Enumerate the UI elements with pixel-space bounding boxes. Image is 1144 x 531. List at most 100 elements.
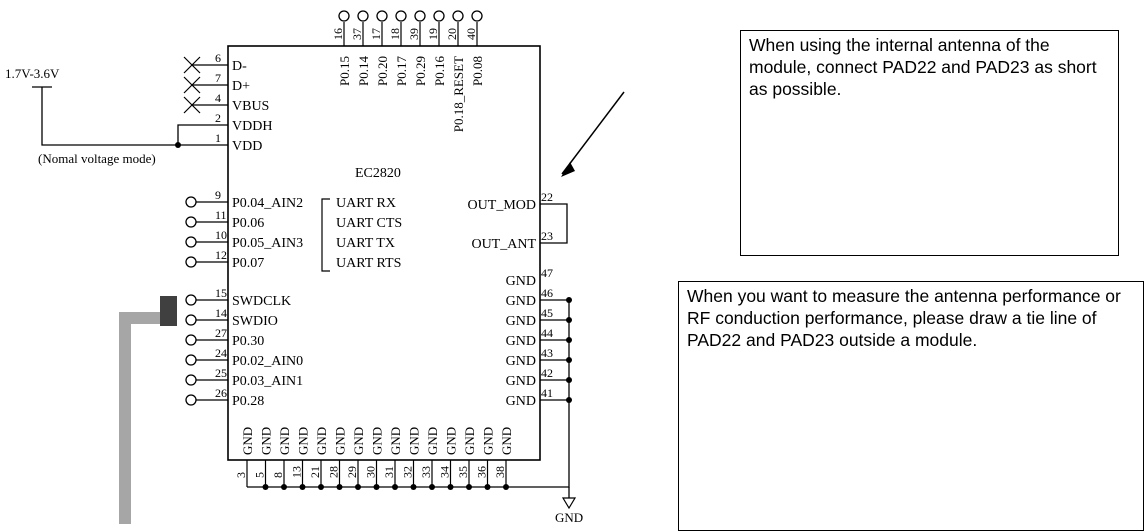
pin-46-junction — [566, 297, 572, 303]
pin-26-number: 26 — [215, 386, 227, 400]
supply-junction — [175, 142, 181, 148]
pin-36-junction — [484, 484, 491, 490]
note-internal-antenna: When using the internal antenna of the m… — [740, 30, 1119, 256]
pin-28-number: 28 — [327, 466, 341, 478]
pin-9-terminal — [185, 196, 197, 208]
pin-8-label: GND — [277, 427, 292, 455]
pin-15-number: 15 — [215, 286, 227, 300]
note-measure-text: When you want to measure the antenna per… — [687, 286, 1121, 350]
pin-47-label: GND — [506, 274, 536, 289]
pin-45-junction — [566, 317, 572, 323]
pin-28-label: GND — [333, 427, 348, 455]
pin-45-label: GND — [506, 314, 536, 329]
pin-12-label: P0.07 — [232, 256, 264, 271]
pin-4-number: 4 — [215, 91, 221, 105]
pin-16-terminal — [338, 10, 350, 22]
pin-10-label: P0.05_AIN3 — [232, 236, 303, 251]
pin-37-label: P0.14 — [356, 56, 371, 86]
pin-23-number: 23 — [541, 229, 553, 243]
pin-7-no-connect — [183, 76, 201, 94]
pin-35-number: 35 — [456, 466, 470, 478]
pin-40-label: P0.08 — [470, 56, 485, 86]
pin-39-label: P0.29 — [413, 56, 428, 86]
pin-30-label: GND — [370, 427, 385, 455]
debug-connector-bar — [119, 312, 131, 524]
pin-35-label: GND — [462, 427, 477, 455]
pin-9-function: UART RX — [336, 196, 396, 211]
note-internal-antenna-text: When using the internal antenna of the m… — [749, 35, 1097, 99]
pin-36-number: 36 — [475, 466, 489, 478]
pin-25-label: P0.03_AIN1 — [232, 374, 303, 389]
pin-28-junction — [336, 484, 343, 490]
pin-32-number: 32 — [401, 466, 415, 478]
pin-13-junction — [299, 484, 306, 490]
pin-6-no-connect — [183, 56, 201, 74]
pin-37-terminal — [357, 10, 369, 22]
pin-46-label: GND — [506, 294, 536, 309]
pin-31-number: 31 — [382, 466, 396, 478]
pin-41-label: GND — [506, 394, 536, 409]
callout-arrow-internal — [561, 91, 625, 175]
pin-10-number: 10 — [215, 228, 227, 242]
gnd-symbol — [561, 497, 577, 510]
pin-13-number: 13 — [290, 466, 304, 478]
pin-14-terminal — [185, 314, 197, 326]
pin-43-label: GND — [506, 354, 536, 369]
pin-24-terminal — [185, 354, 197, 366]
pin-39-number: 39 — [407, 28, 421, 40]
pin-30-number: 30 — [364, 466, 378, 478]
pin-17-terminal — [376, 10, 388, 22]
pin-14-number: 14 — [215, 306, 227, 320]
rf-loop-wire — [540, 203, 568, 244]
pin-27-label: P0.30 — [232, 334, 264, 349]
pin-18-number: 18 — [388, 28, 402, 40]
pin-2-number: 2 — [215, 111, 221, 125]
pin-14-label: SWDIO — [232, 314, 278, 329]
note-measure-performance: When you want to measure the antenna per… — [678, 281, 1144, 531]
pin-20-label: P0.18_RESET — [451, 56, 466, 132]
uart-bracket — [321, 198, 330, 272]
pin-33-junction — [429, 484, 435, 490]
gnd-symbol-label: GND — [555, 510, 583, 524]
pin-29-junction — [355, 484, 361, 490]
pin-31-label: GND — [388, 427, 403, 455]
pin-18-label: P0.17 — [394, 56, 409, 86]
pin-46-number: 46 — [541, 286, 553, 300]
pin-43-junction — [566, 357, 572, 363]
pin-6-label: D- — [232, 59, 247, 74]
pin-12-function: UART RTS — [336, 256, 401, 271]
pin-29-number: 29 — [345, 466, 359, 478]
pin-35-junction — [466, 484, 472, 490]
pin-44-label: GND — [506, 334, 536, 349]
pin-25-number: 25 — [215, 366, 227, 380]
pin-4-label: VBUS — [232, 99, 269, 114]
vddh-tie-wire — [177, 124, 228, 145]
pin-5-label: GND — [259, 427, 274, 455]
pin-38-junction — [503, 484, 509, 490]
pin-21-junction — [318, 484, 324, 490]
pin-12-terminal — [185, 256, 197, 268]
supply-wire — [41, 87, 228, 146]
pin-3-label: GND — [240, 427, 255, 455]
pin-19-label: P0.16 — [432, 56, 447, 86]
pin-21-label: GND — [314, 427, 329, 455]
pin-26-terminal — [185, 394, 197, 406]
pin-11-number: 11 — [215, 208, 227, 222]
pin-20-number: 20 — [445, 28, 459, 40]
pin-21-number: 21 — [308, 466, 322, 478]
pin-37-number: 37 — [350, 28, 364, 40]
pin-19-number: 19 — [426, 28, 440, 40]
pin-45-number: 45 — [541, 306, 553, 320]
debug-connector-plug — [160, 296, 177, 326]
chip-name: EC2820 — [355, 166, 401, 181]
pin-5-number: 5 — [253, 472, 267, 478]
pin-16-number: 16 — [331, 28, 345, 40]
pin-22-label: OUT_MOD — [468, 198, 536, 213]
pin-3-number: 3 — [234, 472, 248, 478]
pin-36-label: GND — [481, 427, 496, 455]
pin-8-junction — [281, 484, 287, 490]
callout-arrowhead — [561, 162, 575, 177]
pin-4-no-connect — [183, 96, 201, 114]
pin-33-number: 33 — [419, 466, 433, 478]
pin-11-terminal — [185, 216, 197, 228]
